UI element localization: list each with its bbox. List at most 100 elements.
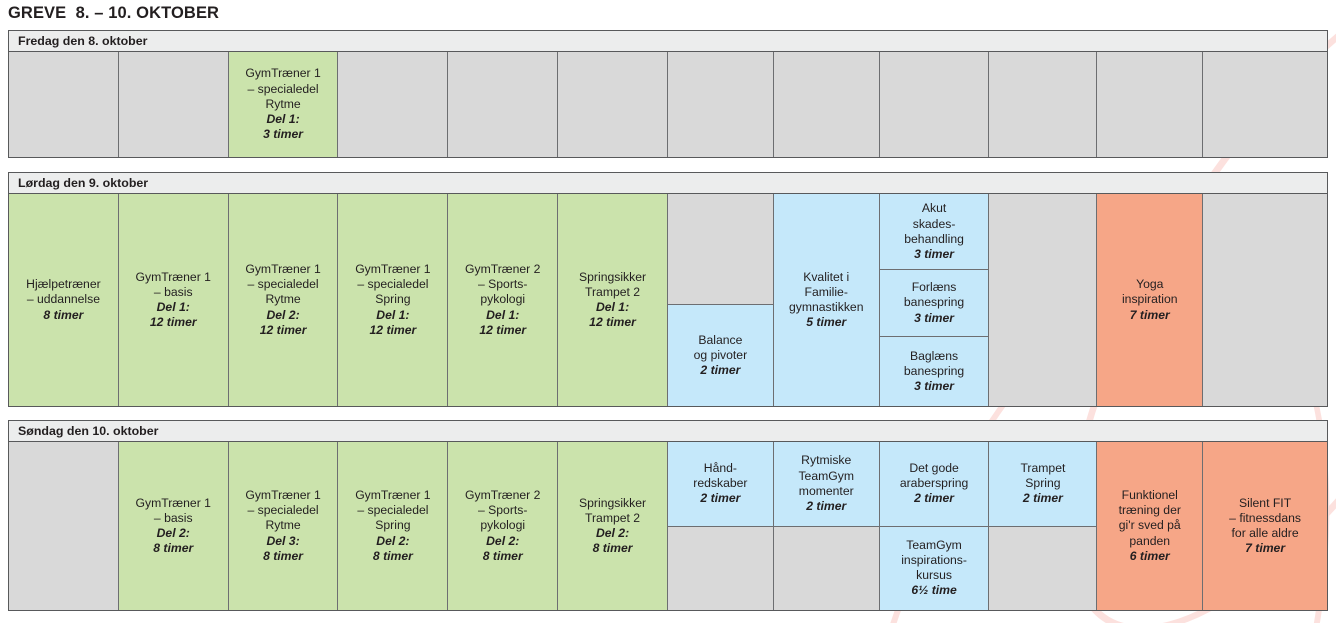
course-hours: Del 2: 8 timer <box>372 533 413 563</box>
schedule-column <box>1203 52 1327 157</box>
course-hours: 8 timer <box>43 307 84 322</box>
course-title: GymTræner 1 – basis <box>135 495 211 525</box>
course-hours: 3 timer <box>914 378 955 393</box>
course-hours: 7 timer <box>1129 307 1170 322</box>
empty-cell <box>558 52 667 157</box>
course-title: GymTræner 1 – specialedel Rytme <box>245 261 321 307</box>
empty-cell <box>9 442 118 610</box>
course-hours: 2 timer <box>700 491 741 506</box>
course-title: Det gode araberspring <box>899 460 969 491</box>
schedule-column <box>448 52 559 157</box>
course-title: Akut skades- behandling <box>904 201 964 246</box>
course-hours: 3 timer <box>914 310 955 325</box>
day-header: Søndag den 10. oktober <box>9 421 1327 442</box>
course-title: Balance og pivoter <box>693 332 748 362</box>
course-title: TeamGym inspirations- kursus <box>901 537 967 583</box>
day-header: Lørdag den 9. oktober <box>9 173 1327 194</box>
course-title: Kvalitet i Familie- gymnastikken <box>788 269 864 314</box>
empty-cell <box>989 194 1097 406</box>
course-hours: Del 1: 12 timer <box>479 307 527 337</box>
schedule-column: Funktionel træning der gi'r sved på pand… <box>1097 442 1204 610</box>
schedule-column <box>558 52 668 157</box>
course-title: Springsikker Trampet 2 <box>579 495 647 525</box>
course-title: Hånd- redskaber <box>693 460 748 491</box>
course-title: GymTræner 1 – specialedel Rytme <box>245 66 321 111</box>
course-hours: Del 1: 12 timer <box>149 300 197 330</box>
schedule-column <box>989 52 1098 157</box>
course-hours: Del 1: 12 timer <box>369 307 417 337</box>
course-title: Rytmiske TeamGym momenter <box>798 453 854 498</box>
course-hours: Del 2: 8 timer <box>153 526 194 556</box>
schedule-column <box>1203 194 1327 406</box>
course-hours: Del 2: 8 timer <box>482 533 523 563</box>
course-hours: Del 1: 3 timer <box>263 112 304 142</box>
course-title: Silent FIT – fitnessdans for alle aldre <box>1229 495 1301 540</box>
course-title: Baglæns banespring <box>903 348 965 378</box>
course-hours: 6½ time <box>911 583 957 598</box>
course-title: Forlæns banespring <box>903 280 965 310</box>
course-hours: 5 timer <box>806 315 847 330</box>
empty-cell <box>989 52 1097 157</box>
course-hours: Del 3: 8 timer <box>263 533 304 563</box>
empty-cell <box>1203 52 1327 157</box>
course-hours: 6 timer <box>1129 548 1170 563</box>
course-hours: 2 timer <box>700 362 741 377</box>
course-title: Yoga inspiration <box>1121 277 1178 307</box>
course-cell[interactable]: Funktionel træning der gi'r sved på pand… <box>1097 442 1203 610</box>
schedule-column <box>879 52 990 157</box>
schedule-column <box>667 52 774 157</box>
empty-cell <box>118 52 228 157</box>
course-hours: Del 1: 12 timer <box>589 300 636 330</box>
empty-cell <box>773 52 879 157</box>
schedule-column <box>118 52 229 157</box>
course-hours: 2 timer <box>806 498 847 513</box>
empty-cell <box>9 52 118 157</box>
course-title: Hjælpetræner – uddannelse <box>26 277 101 307</box>
course-title: GymTræner 2 – Sports- pykologi <box>465 487 541 533</box>
